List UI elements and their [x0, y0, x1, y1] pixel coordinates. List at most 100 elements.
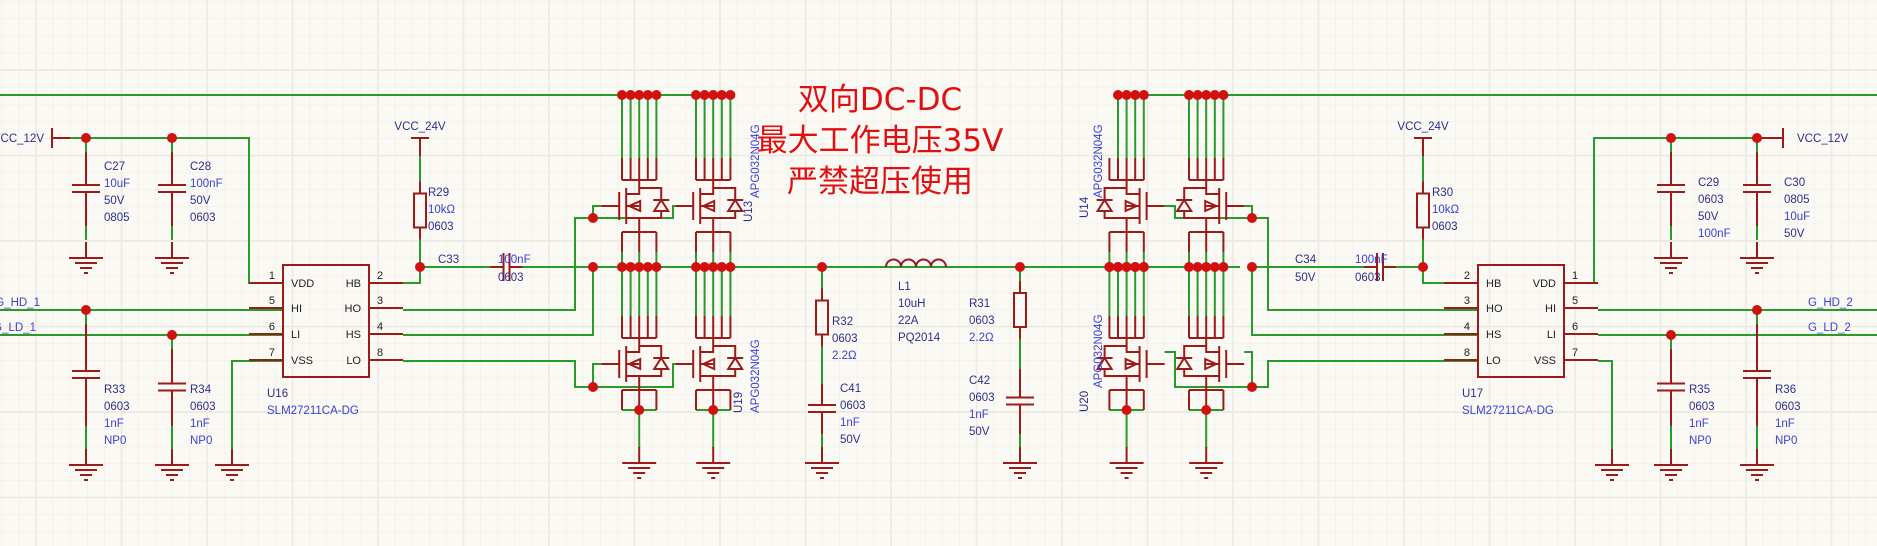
- value-label: 50V: [1295, 272, 1316, 284]
- symbol-line: [700, 375, 715, 390]
- pin-name: HB: [346, 278, 361, 290]
- ground-icon: [1740, 242, 1774, 274]
- body-arrow-icon: [1204, 357, 1219, 371]
- value-label: 10kΩ: [1432, 204, 1460, 216]
- junction-dot: [1192, 262, 1203, 272]
- designator-label: R34: [190, 384, 212, 396]
- pin-name: VSS: [1534, 355, 1556, 367]
- body-arrow-icon: [700, 199, 716, 213]
- junction-dot: [642, 262, 653, 272]
- resistor-r31: [1013, 267, 1027, 355]
- junction-dot: [617, 90, 627, 100]
- symbol-line: [639, 211, 663, 219]
- ground-icon: [215, 449, 249, 481]
- capacitor-c33: [420, 253, 593, 281]
- power-port-vcc24-left: VCC_24V: [394, 121, 446, 156]
- mosfet-u19-a: [601, 316, 671, 410]
- designator-u13: U13: [743, 201, 755, 222]
- symbol-line: [1103, 211, 1127, 219]
- pin-number: 7: [1572, 347, 1578, 359]
- value-label: 100nF: [1698, 228, 1731, 240]
- junction-dot: [1418, 262, 1428, 272]
- capacitor-c34: [1337, 253, 1423, 281]
- pin-number: 5: [269, 295, 275, 307]
- ground-icon: [1654, 242, 1688, 274]
- u13a-wiring: [621, 95, 658, 158]
- junction-dot: [1192, 90, 1203, 100]
- junction-dot: [634, 262, 645, 272]
- ground-icon: [1109, 447, 1144, 479]
- wire: [403, 360, 593, 388]
- value-label: 0603: [190, 401, 216, 413]
- ground-icon: [1654, 449, 1688, 481]
- junction-dot: [1247, 262, 1257, 272]
- mosfet-u20-a: [1095, 316, 1165, 410]
- driver-u17[interactable]: 2HB3HO4HS8LO1VDD5HI6LI7VSSU17SLM27211CA-…: [1444, 264, 1598, 417]
- wire: [403, 267, 594, 336]
- junction-dot: [708, 262, 719, 272]
- symbol-line: [1183, 187, 1207, 200]
- ground-icon: [69, 242, 103, 274]
- symbol-line: [713, 187, 737, 200]
- junction-dot: [634, 405, 645, 415]
- value-label: 50V: [969, 426, 990, 438]
- vcc12-left: VCC_12V: [0, 128, 70, 148]
- pin-name: VDD: [291, 278, 314, 290]
- ground-icon: [69, 449, 103, 481]
- wire: [1244, 351, 1253, 387]
- value-label: 50V: [190, 195, 211, 207]
- designator-label: R29: [428, 187, 449, 199]
- pin-number: 6: [269, 321, 275, 333]
- symbol-line: [1125, 375, 1140, 390]
- power-port-label: VCC_24V: [1397, 121, 1448, 133]
- symbol-line: [639, 345, 663, 358]
- designator-label: R36: [1775, 384, 1796, 396]
- symbol-line: [713, 369, 737, 377]
- value-label: NP0: [1689, 435, 1711, 447]
- value-label: 1nF: [190, 418, 210, 430]
- resistor-body: [1013, 292, 1027, 328]
- capacitor-c27: [72, 138, 100, 240]
- power-port-vcc24-right: VCC_24V: [1397, 121, 1449, 156]
- designator-label: L1: [898, 281, 911, 293]
- diode-icon: [726, 198, 745, 212]
- symbol-line: [1125, 217, 1140, 232]
- capacitor-c42: [1006, 355, 1034, 448]
- pin-name: HB: [1486, 278, 1501, 290]
- junction-dot: [588, 213, 598, 223]
- capacitor-c41: [808, 370, 836, 448]
- symbol-line: [1125, 180, 1140, 195]
- body-arrow-icon: [626, 357, 642, 371]
- designator-label: R35: [1689, 384, 1710, 396]
- value-label: 0603: [428, 221, 454, 233]
- junction-dot: [1113, 262, 1123, 272]
- value-label: NP0: [190, 435, 212, 447]
- pin-name: LI: [291, 329, 300, 341]
- junction-dot: [691, 262, 701, 272]
- junction-dot: [691, 90, 701, 100]
- value-label: 0805: [104, 212, 130, 224]
- driver-ic-body: [1477, 264, 1565, 378]
- wire: [592, 363, 602, 387]
- pin-name: HO: [1486, 303, 1503, 315]
- junction-dot: [1184, 262, 1194, 272]
- driver-u16[interactable]: 1VDD5HI6LI7VSS2HB3HO4HS8LOU16SLM27211CA-…: [249, 264, 403, 417]
- capacitor-c28: [158, 138, 186, 240]
- designator-label: C27: [104, 161, 125, 173]
- inductor-coil: [885, 258, 947, 268]
- diode-icon: [652, 198, 671, 212]
- symbol-line: [700, 180, 715, 195]
- mosfet-u14-a: [1095, 158, 1165, 252]
- designator-label: U16: [267, 388, 288, 400]
- value-label: 0603: [104, 401, 130, 413]
- symbol-line: [1205, 180, 1220, 195]
